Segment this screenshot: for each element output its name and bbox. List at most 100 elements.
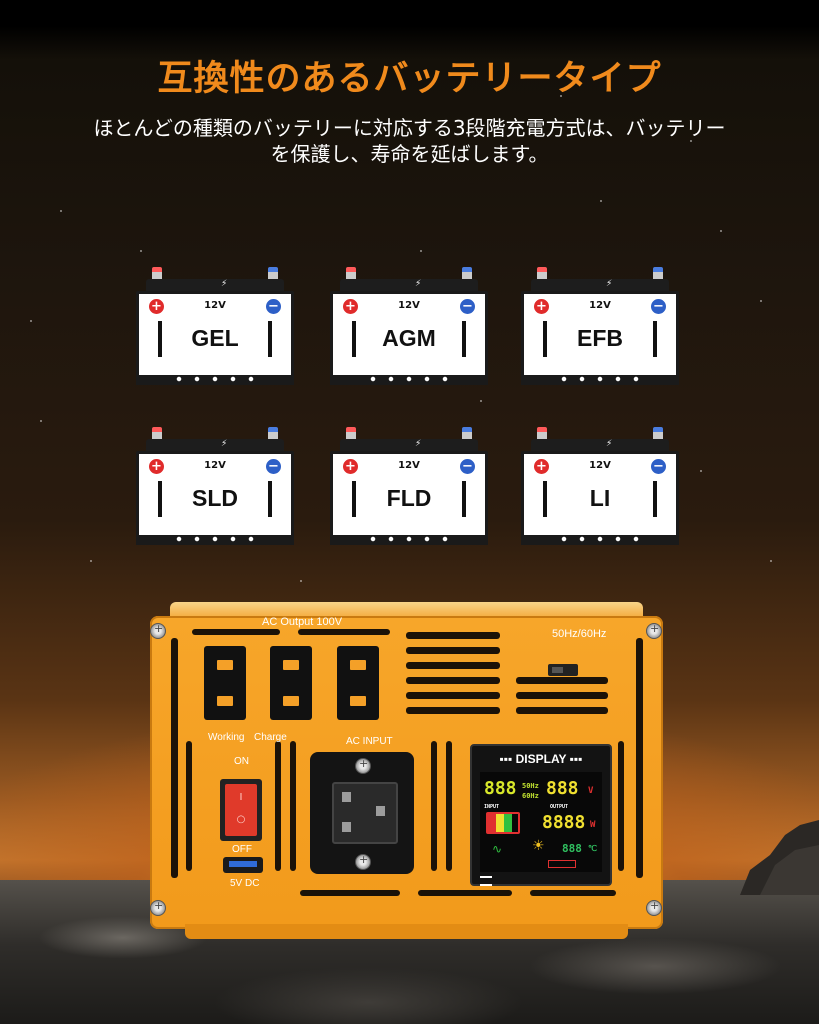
battery-top: ⚡ [340,427,478,451]
screw-icon [355,757,371,774]
vent-slot [406,677,500,684]
usb-port[interactable] [223,857,263,873]
page-subtitle: ほとんどの種類のバッテリーに対応する3段階充電方式は、バッテリー を保護し、寿命… [40,115,779,167]
label-bracket-left [543,481,547,517]
inverter-front-panel: AC Output 100V 50Hz/60Hz Working Charge … [150,616,663,929]
vent-slot [186,741,192,871]
volt-unit: V [588,786,594,796]
charge-label: Charge [254,732,287,743]
output-tag: OUTPUT [550,804,569,810]
vent-slot [406,647,500,654]
battery-voltage: 12V [398,300,420,311]
off-label: OFF [232,844,252,855]
plus-icon: + [343,299,358,314]
working-label: Working [208,732,245,743]
vent-slot [406,632,500,639]
vent-slot [446,741,452,871]
battery-top: ⚡ [146,267,284,291]
battery-card-efb: ⚡ + − 12V EFB [521,265,679,389]
plus-icon: + [534,299,549,314]
usb-label: 5V DC [230,878,260,889]
label-bracket-right [462,321,466,357]
battery-base-dots [555,536,645,542]
negative-terminal-icon [268,267,278,279]
lcd-screen: 888 50Hz 60Hz 888 V INPUT OUTPUT 8888 W … [480,772,602,872]
watt-unit: W [590,820,596,830]
battery-base-dots [170,376,260,382]
plus-icon: + [149,299,164,314]
input-tag: INPUT [484,804,500,810]
battery-base-dots [170,536,260,542]
vent-slot [290,741,296,871]
minus-icon: − [460,459,475,474]
iec-connector [332,782,398,844]
page-title: 互換性のあるバッテリータイプ [157,59,662,99]
vent-slot [516,677,608,684]
ac-input-label: AC INPUT [346,736,393,747]
battery-top: ⚡ [340,267,478,291]
negative-terminal-icon [268,427,278,439]
battery-level-icon [486,812,520,834]
temp-unit: ℃ [588,844,597,853]
battery-base-dots [555,376,645,382]
vent-slot [406,707,500,714]
vent-slot [298,629,390,635]
positive-terminal-icon [346,427,356,439]
screw-icon [150,622,166,639]
battery-type-label: EFB [577,325,623,351]
menu-icon [480,876,492,886]
minus-icon: − [651,459,666,474]
temp-readout: 888 [562,842,582,855]
positive-terminal-icon [152,427,162,439]
freq-50: 50Hz [522,782,539,790]
battery-card-gel: ⚡ + − 12V GEL [136,265,294,389]
vent-slot [516,707,608,714]
lightning-icon: ⚡ [606,279,613,289]
battery-voltage: 12V [398,460,420,471]
plus-icon: + [534,459,549,474]
vent-slot [300,890,400,896]
ac-outlet-3[interactable] [337,646,379,720]
rock-outcrop [740,820,819,895]
negative-terminal-icon [462,427,472,439]
battery-voltage: 12V [204,460,226,471]
fan-icon [548,860,576,868]
battery-type-label: GEL [191,325,239,351]
label-bracket-left [158,321,162,357]
display-title: ▪▪▪ DISPLAY ▪▪▪ [499,752,583,766]
battery-base-dots [364,376,454,382]
input-voltage: 888 [484,778,517,799]
label-bracket-right [268,481,272,517]
power-switch[interactable]: I○ [220,779,262,841]
lightning-icon: ⚡ [606,439,613,449]
minus-icon: − [266,459,281,474]
label-bracket-left [352,321,356,357]
battery-type-label: AGM [382,325,436,351]
vent-slot [192,629,280,635]
plus-icon: + [149,459,164,474]
ac-input-socket[interactable] [310,752,414,874]
power-rocker[interactable]: I○ [225,784,257,836]
label-bracket-left [543,321,547,357]
minus-icon: − [460,299,475,314]
vent-slot [406,662,500,669]
lightning-icon: ⚡ [415,279,422,289]
vent-slot [418,890,512,896]
side-vent [171,638,178,878]
sun-icon: ☀ [532,838,545,854]
display-title-text: DISPLAY [515,752,567,766]
label-bracket-left [352,481,356,517]
ac-outlet-2[interactable] [270,646,312,720]
freq-60: 60Hz [522,792,539,800]
label-bracket-right [268,321,272,357]
lightning-icon: ⚡ [221,439,228,449]
subtitle-line-1: ほとんどの種類のバッテリーに対応する3段階充電方式は、バッテリー [93,116,726,140]
ac-outlet-1[interactable] [204,646,246,720]
label-bracket-right [462,481,466,517]
screw-icon [150,899,166,916]
frequency-switch[interactable] [548,664,578,676]
battery-top: ⚡ [531,267,669,291]
lightning-icon: ⚡ [415,439,422,449]
vent-slot [530,890,616,896]
watt-readout: 8888 [542,812,586,833]
